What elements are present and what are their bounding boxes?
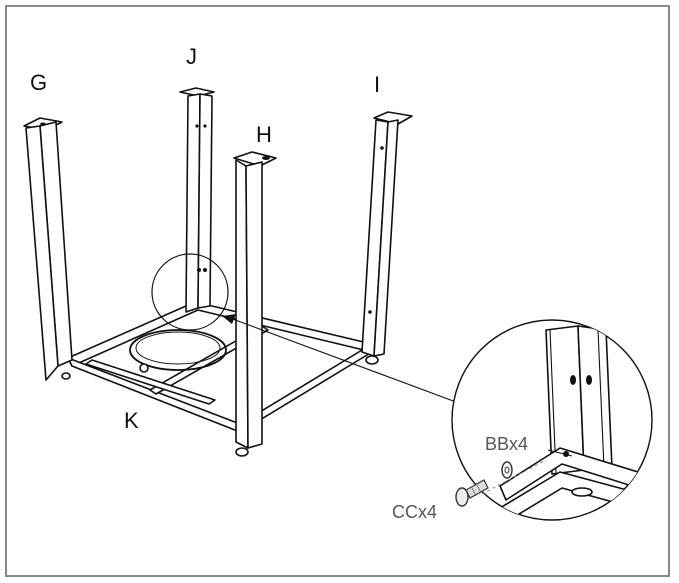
leg-g-face-left (25, 125, 59, 381)
callout-pointer-line (229, 317, 457, 403)
ring-outer (129, 329, 227, 371)
frame-inner-rail (85, 359, 216, 405)
label-leg-h: H (256, 122, 272, 147)
leg-i-hole-1 (380, 146, 384, 150)
leg-j-hole-2 (203, 124, 207, 128)
callout-small-circle (151, 253, 229, 331)
label-frame-k: K (124, 408, 139, 433)
ring-clamp (139, 363, 149, 373)
leg-j-face-right (197, 93, 213, 309)
leg-i (361, 111, 413, 365)
leg-h-plate (233, 151, 277, 167)
detail-hole-1 (570, 375, 576, 385)
leg-i-hole-2 (368, 310, 372, 314)
washer-bb-hole-icon (504, 466, 510, 474)
leg-g (23, 117, 73, 381)
detail-screw-hole (563, 451, 569, 457)
leg-i-face-right (373, 119, 399, 357)
leg-h-foot (235, 447, 249, 457)
detail-foot (571, 487, 593, 497)
leg-g-foot (61, 372, 71, 380)
screw-cc-head-icon (455, 487, 469, 507)
diagram-border (5, 5, 670, 577)
leg-j-hole-1 (195, 124, 199, 128)
leg-h (233, 151, 277, 457)
label-leg-j: J (186, 44, 197, 69)
callout-arrowhead (222, 314, 236, 324)
leg-h-hole (262, 156, 270, 160)
leg-j (179, 87, 215, 313)
leg-g-hole (40, 122, 46, 126)
label-part-bb: BBx4 (485, 434, 528, 454)
leg-j-hole-3 (197, 268, 201, 272)
leg-j-hole-4 (203, 268, 207, 272)
detail-leg-right-face (577, 325, 613, 471)
ring-inner (135, 331, 221, 365)
frame-left-rail (67, 357, 241, 433)
hardware (455, 459, 547, 507)
hardware-guide-line (481, 459, 547, 495)
leg-i-foot (365, 355, 379, 365)
frame-k (67, 301, 373, 433)
screw-cc-shaft-icon (465, 479, 489, 499)
leg-h-face-right (245, 161, 263, 449)
detail-hole-2 (586, 375, 592, 385)
label-part-cc: CCx4 (392, 502, 437, 522)
label-leg-g: G (30, 70, 47, 95)
detail-rail-back (499, 447, 652, 501)
label-leg-i: I (374, 72, 380, 97)
detail-view (451, 319, 653, 521)
